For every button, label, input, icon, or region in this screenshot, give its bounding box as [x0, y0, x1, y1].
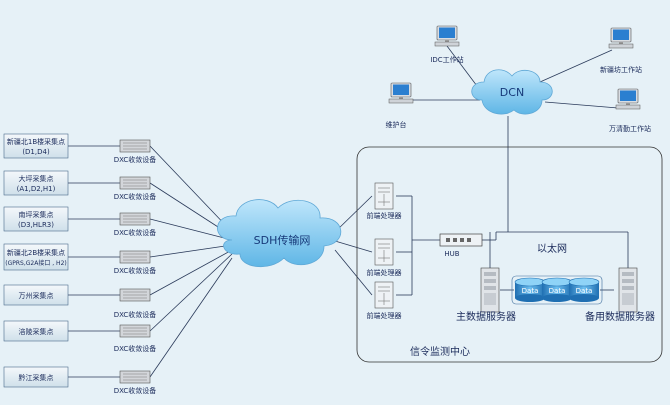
- data-label: Data: [576, 287, 593, 295]
- front-processor-icon: [374, 182, 394, 210]
- idc-workstation: IDC工作站: [430, 25, 464, 64]
- dxc-device-1: DXC收敛设备: [114, 139, 157, 164]
- front-processor-1: 前端处理器: [367, 182, 402, 220]
- dxc-device-icon: [119, 370, 151, 384]
- dxc-label: DXC收敛设备: [114, 155, 157, 164]
- front-processor-label: 前端处理器: [367, 311, 402, 320]
- collection-point-name: 黔江采集点: [19, 373, 54, 382]
- collection-point-6: 涪陵采集点: [3, 320, 69, 342]
- front-processor-icon: [374, 238, 394, 266]
- monitoring-center-boundary: [356, 146, 663, 363]
- maintenance-workstation-label: 维护台: [386, 120, 407, 129]
- data-store-1: Data: [514, 277, 546, 303]
- dxc-device-icon: [119, 324, 151, 338]
- hub-label: HUB: [444, 250, 459, 258]
- data-label: Data: [522, 287, 539, 295]
- collection-point-7: 黔江采集点: [3, 366, 69, 388]
- computer-icon: [608, 27, 634, 49]
- dxc-device-5: DXC收敛设备: [114, 288, 157, 319]
- collection-point-detail: (D1,D4): [22, 148, 50, 156]
- data-store-3: Data: [568, 277, 600, 303]
- dxc-label: DXC收敛设备: [114, 344, 157, 353]
- dxc-device-icon: [119, 250, 151, 264]
- maintenance-workstation: 维护台: [386, 82, 414, 129]
- collection-point-2: 大坪采集点 (A1,D2,H1): [3, 170, 69, 196]
- connection-lines: [68, 45, 629, 378]
- dxc-label: DXC收敛设备: [114, 310, 157, 319]
- computer-icon: [434, 25, 460, 47]
- collection-point-name: 涪陵采集点: [19, 327, 54, 336]
- hub: HUB: [439, 233, 483, 258]
- dcn-cloud: DCN: [471, 69, 553, 115]
- dxc-device-3: DXC收敛设备: [114, 212, 157, 237]
- dxc-device-icon: [119, 139, 151, 153]
- backup-db-label: 备用数据服务器: [585, 310, 655, 323]
- dxc-device-2: DXC收敛设备: [114, 176, 157, 201]
- dxc-device-6: DXC收敛设备: [114, 324, 157, 353]
- front-processor-icon: [374, 281, 394, 309]
- collection-point-name: 新疆北1B楼采集点: [7, 137, 65, 146]
- collection-point-3: 南坪采集点 (D3,HLR3): [3, 206, 69, 232]
- front-processor-label: 前端处理器: [367, 211, 402, 220]
- dxc-device-4: DXC收敛设备: [114, 250, 157, 275]
- computer-icon: [388, 82, 414, 104]
- dxc-label: DXC收敛设备: [114, 228, 157, 237]
- idc-workstation-label: IDC工作站: [430, 55, 463, 64]
- data-store-2: Data: [541, 277, 573, 303]
- collection-point-1: 新疆北1B楼采集点 (D1,D4): [3, 133, 69, 159]
- front-processor-label: 前端处理器: [367, 268, 402, 277]
- collection-point-name: 南坪采集点: [19, 210, 54, 219]
- sdh-cloud: SDH传输网: [217, 199, 342, 268]
- storage-array: [511, 275, 603, 305]
- sdh-label: SDH传输网: [254, 233, 311, 247]
- dcn-label: DCN: [500, 86, 524, 99]
- collection-point-detail: (A1,D2,H1): [17, 185, 56, 193]
- dxc-device-icon: [119, 212, 151, 226]
- collection-point-name: 万州采集点: [19, 291, 54, 300]
- front-processor-2: 前端处理器: [367, 238, 402, 277]
- front-processor-3: 前端处理器: [367, 281, 402, 320]
- backup-database-server: 备用数据服务器: [585, 267, 655, 323]
- dxc-device-icon: [119, 288, 151, 302]
- main-db-label: 主数据服务器: [456, 310, 516, 323]
- data-label: Data: [549, 287, 566, 295]
- dxc-device-7: DXC收敛设备: [114, 370, 157, 395]
- collection-point-4: 新疆北2B楼采集点 (GPRS,G2A接口 , H2): [3, 243, 69, 271]
- collection-point-name: 大坪采集点: [19, 174, 54, 183]
- xinjiang-workstation-label: 新疆坊工作站: [600, 65, 642, 74]
- ethernet-label: 以太网: [537, 242, 567, 255]
- collection-point-detail: (GPRS,G2A接口 , H2): [5, 259, 66, 267]
- wanqing-workstation: 万清勤工作站: [609, 88, 651, 133]
- xinjiang-workstation: 新疆坊工作站: [600, 27, 642, 74]
- collection-point-detail: (D3,HLR3): [18, 221, 54, 229]
- main-database-server: 主数据服务器: [456, 267, 516, 323]
- dxc-label: DXC收敛设备: [114, 386, 157, 395]
- collection-point-name: 新疆北2B楼采集点: [7, 248, 65, 257]
- dxc-label: DXC收敛设备: [114, 266, 157, 275]
- collection-point-5: 万州采集点: [3, 284, 69, 306]
- center-label: 信令监测中心: [410, 345, 470, 358]
- server-icon: [480, 267, 500, 313]
- dxc-label: DXC收敛设备: [114, 192, 157, 201]
- wanqing-workstation-label: 万清勤工作站: [609, 124, 651, 133]
- computer-icon: [615, 88, 641, 110]
- dxc-device-icon: [119, 176, 151, 190]
- server-icon: [618, 267, 638, 313]
